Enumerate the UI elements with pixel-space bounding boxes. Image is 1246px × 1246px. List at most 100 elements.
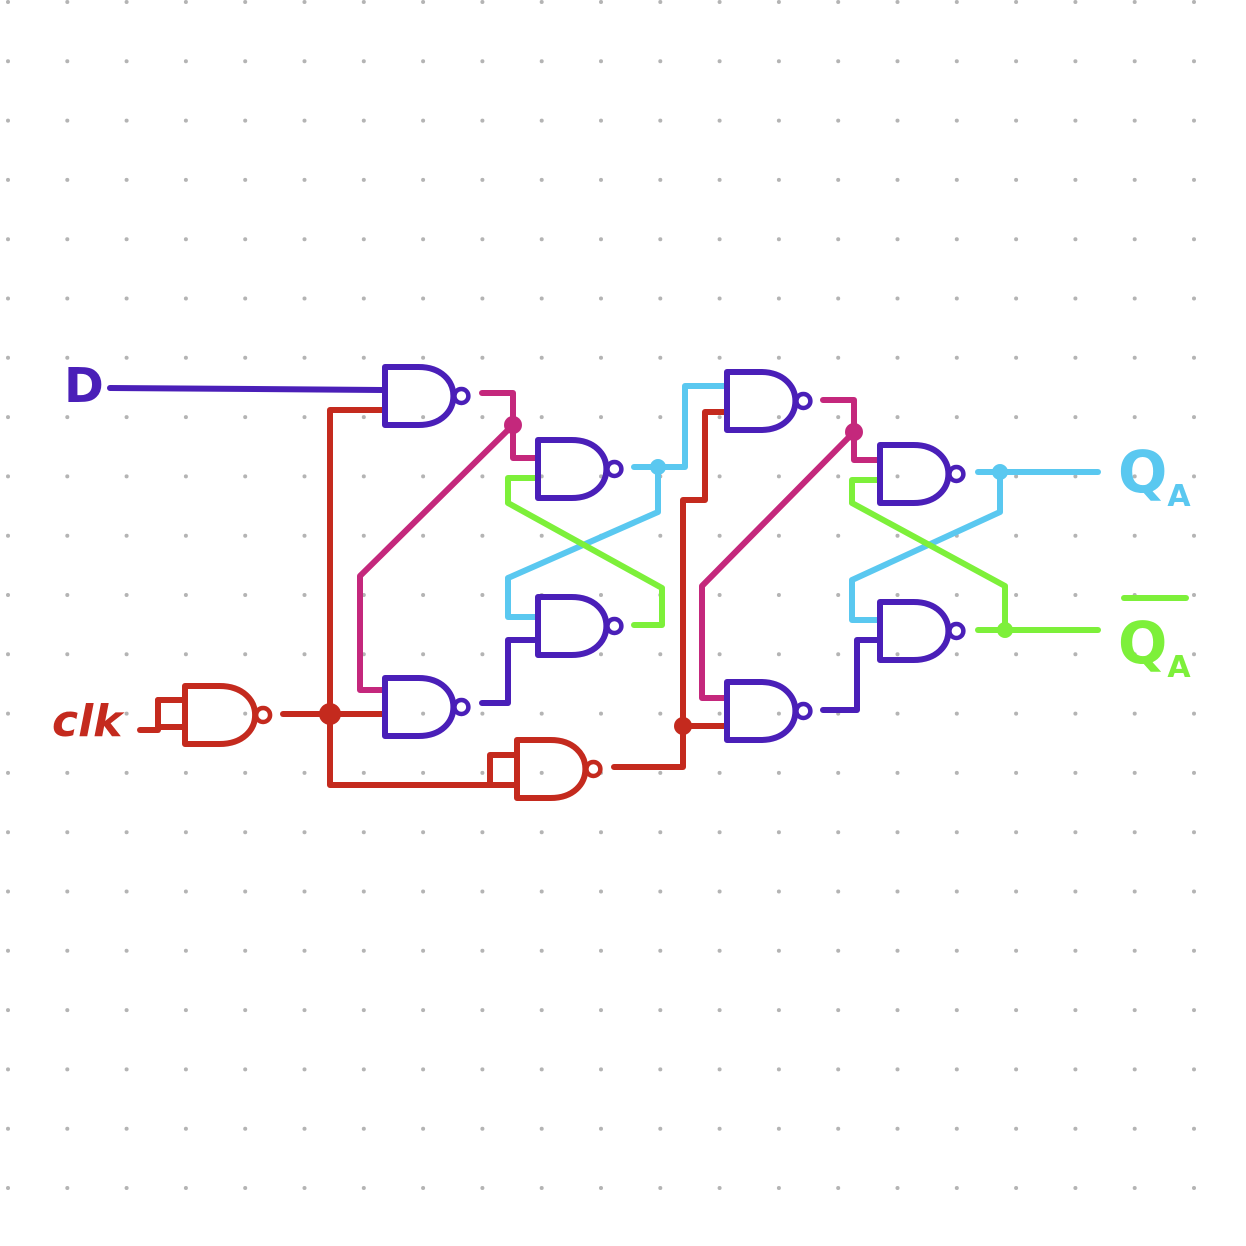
grid-dot bbox=[124, 415, 129, 420]
grid-dot bbox=[124, 1008, 129, 1013]
grid-dot bbox=[895, 711, 900, 716]
inversion-bubble bbox=[947, 464, 966, 484]
grid-dot bbox=[124, 118, 129, 123]
grid-dot bbox=[1014, 237, 1019, 242]
slave-input-nand-top bbox=[724, 369, 813, 433]
grid-dot bbox=[243, 593, 248, 597]
grid-dot bbox=[895, 415, 900, 420]
grid-dot bbox=[183, 1186, 188, 1190]
grid-dot bbox=[895, 59, 900, 64]
q-output-label: QA bbox=[1118, 443, 1191, 512]
grid-dot bbox=[302, 533, 307, 538]
grid-dot bbox=[895, 1067, 900, 1072]
grid-dot bbox=[836, 830, 841, 835]
grid-dot bbox=[776, 652, 781, 657]
grid-dot bbox=[1192, 1067, 1196, 1072]
grid-dot bbox=[717, 533, 722, 538]
grid-dot bbox=[480, 770, 485, 775]
grid-dot bbox=[1132, 948, 1137, 953]
grid-dot bbox=[954, 59, 959, 64]
grid-dot bbox=[361, 533, 366, 538]
grid-dot bbox=[302, 830, 307, 835]
grid-dot bbox=[124, 533, 129, 538]
nand-body bbox=[535, 594, 610, 658]
grid-dot bbox=[658, 533, 663, 538]
grid-dot bbox=[717, 118, 722, 123]
grid-dot bbox=[124, 889, 129, 894]
grid-dot bbox=[361, 296, 366, 301]
grid-dot bbox=[361, 177, 366, 182]
grid-dot bbox=[836, 59, 841, 64]
inversion-bubble bbox=[605, 459, 624, 479]
grid-dot bbox=[480, 415, 485, 420]
grid-dot bbox=[599, 296, 603, 301]
grid-dot bbox=[776, 237, 781, 242]
grid-dot bbox=[1132, 474, 1137, 479]
grid-dot bbox=[124, 177, 129, 182]
grid-dot bbox=[1014, 889, 1019, 894]
grid-dot bbox=[1073, 533, 1078, 538]
grid-dot bbox=[65, 1186, 70, 1190]
grid-dot bbox=[895, 474, 900, 479]
master-latch-nand-bottom bbox=[535, 594, 624, 658]
inversion-bubble bbox=[605, 616, 624, 636]
grid-dot bbox=[836, 355, 841, 360]
grid-dot bbox=[6, 118, 10, 123]
nand-body bbox=[877, 599, 952, 663]
grid-dot bbox=[1014, 770, 1019, 775]
grid-dot bbox=[65, 948, 70, 953]
grid-dot bbox=[243, 118, 248, 123]
grid-dot bbox=[658, 770, 663, 775]
grid-dot bbox=[1192, 889, 1196, 894]
grid-dot bbox=[954, 889, 959, 894]
grid-dot bbox=[1132, 830, 1137, 835]
grid-dot bbox=[361, 948, 366, 953]
grid-dot bbox=[183, 770, 188, 775]
grid-dot bbox=[1014, 355, 1019, 360]
grid-dot bbox=[895, 1186, 900, 1190]
grid-dot bbox=[1014, 474, 1019, 479]
grid-dot bbox=[480, 533, 485, 538]
grid-dot bbox=[895, 1008, 900, 1013]
grid-dot bbox=[658, 59, 663, 64]
grid-dot bbox=[658, 296, 663, 301]
grid-dot bbox=[361, 118, 366, 123]
grid-dot bbox=[776, 1126, 781, 1131]
grid-dot bbox=[421, 711, 426, 716]
grid-dot bbox=[717, 1126, 722, 1131]
grid-dot bbox=[954, 118, 959, 123]
grid-dot bbox=[1014, 1186, 1019, 1190]
grid-dot bbox=[658, 830, 663, 835]
grid-dot bbox=[421, 1126, 426, 1131]
grid-dot bbox=[302, 355, 307, 360]
grid-dot bbox=[302, 1126, 307, 1131]
grid-dot bbox=[1014, 177, 1019, 182]
grid-dot bbox=[421, 830, 426, 835]
nand-gates bbox=[182, 364, 966, 801]
grid-dot bbox=[124, 296, 129, 301]
grid-dot bbox=[1073, 415, 1078, 420]
grid-dot bbox=[836, 0, 841, 4]
grid-dot bbox=[65, 474, 70, 479]
grid-dot bbox=[1132, 59, 1137, 64]
master-latch-nand-top bbox=[535, 437, 624, 501]
grid-dot bbox=[65, 355, 70, 360]
grid-dot bbox=[243, 1186, 248, 1190]
grid-dot bbox=[1073, 355, 1078, 360]
grid-dot bbox=[1132, 118, 1137, 123]
grid-dot bbox=[954, 1186, 959, 1190]
grid-dot bbox=[480, 296, 485, 301]
grid-dot bbox=[302, 118, 307, 123]
grid-dot bbox=[954, 652, 959, 657]
inversion-bubble bbox=[584, 759, 603, 779]
grid-dot bbox=[599, 118, 603, 123]
grid-dot bbox=[776, 296, 781, 301]
grid-dot bbox=[6, 889, 10, 894]
grid-dot bbox=[776, 1186, 781, 1190]
grid-dot bbox=[243, 533, 248, 538]
grid-dot bbox=[1192, 0, 1196, 4]
grid-dot bbox=[183, 1126, 188, 1131]
grid-dot bbox=[1132, 177, 1137, 182]
grid-dot bbox=[124, 1126, 129, 1131]
nand-body bbox=[724, 679, 799, 743]
